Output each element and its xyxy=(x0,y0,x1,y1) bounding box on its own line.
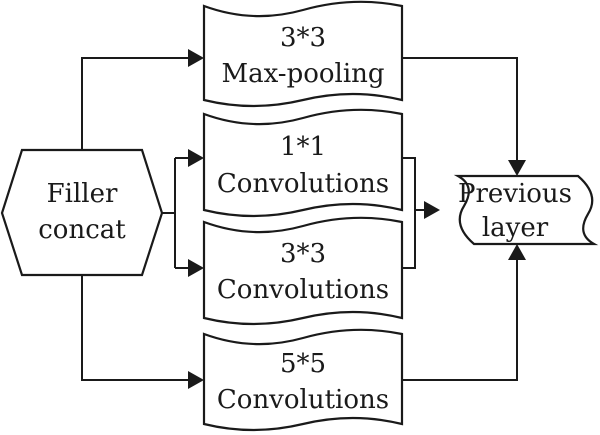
conv3-label-line2: Convolutions xyxy=(217,275,389,305)
conv1-label-line1: 1*1 xyxy=(280,132,326,162)
filler-concat-label-line1: Filler xyxy=(47,179,118,209)
connector-concat-to-maxpool xyxy=(81,57,188,150)
arrow-into-output-bottom xyxy=(508,244,526,260)
conv5-node: 5*5 Convolutions xyxy=(202,328,404,432)
conv5-label-line1: 5*5 xyxy=(280,349,326,379)
conv1-node: 1*1 Convolutions xyxy=(202,108,404,218)
maxpool-label-line1: 3*3 xyxy=(280,23,326,53)
conv5-label-line2: Convolutions xyxy=(217,385,389,415)
arrow-into-conv5 xyxy=(188,371,204,389)
previous-layer-label-line2: layer xyxy=(482,213,549,243)
arrow-into-output-top xyxy=(508,160,526,176)
connectors xyxy=(81,57,518,381)
connector-concat-to-conv5 xyxy=(81,275,188,381)
conv1-label-line2: Convolutions xyxy=(217,169,389,199)
maxpool-node: 3*3 Max-pooling xyxy=(202,0,404,108)
connector-maxpool-to-output xyxy=(402,57,518,160)
conv3-node: 3*3 Convolutions xyxy=(202,216,404,326)
filler-concat-label-line2: concat xyxy=(38,215,126,245)
conv3-label-line1: 3*3 xyxy=(280,239,326,269)
arrow-into-maxpool xyxy=(188,49,204,67)
connector-conv1-out xyxy=(402,157,416,269)
arrowheads xyxy=(188,49,526,389)
previous-layer-node: Previous layer xyxy=(453,174,599,246)
arrow-into-conv1 xyxy=(188,149,204,167)
previous-layer-label-line1: Previous xyxy=(458,179,572,209)
arrow-into-conv3 xyxy=(188,259,204,277)
maxpool-label-line2: Max-pooling xyxy=(221,59,384,89)
filler-concat-node: Filler concat xyxy=(0,148,164,277)
connector-conv5-to-output xyxy=(402,260,518,381)
arrow-into-output-left xyxy=(424,201,440,219)
